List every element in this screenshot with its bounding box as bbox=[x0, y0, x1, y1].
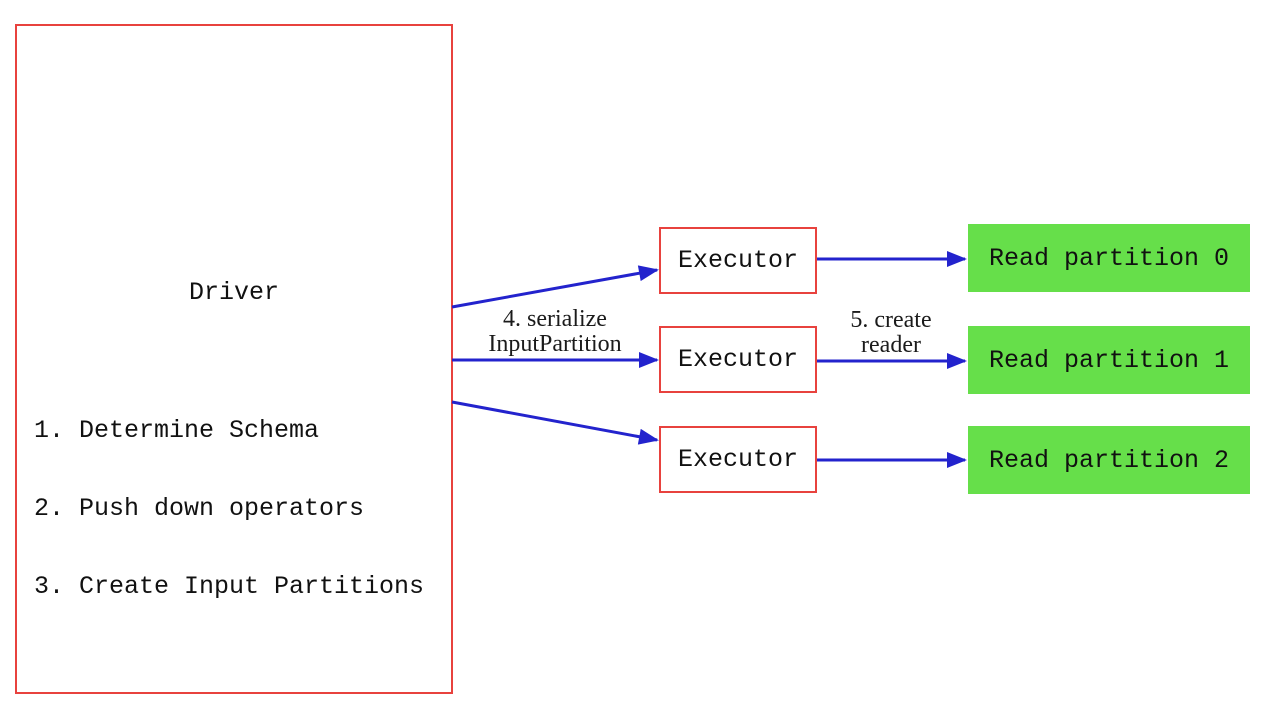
driver-step-3: 3. Create Input Partitions bbox=[34, 572, 425, 601]
edge-label-serialize-inputpartition: 4. serialize InputPartition bbox=[445, 307, 665, 357]
edge-label-serialize-line2: InputPartition bbox=[488, 331, 622, 357]
read-partition-node-2: Read partition 2 bbox=[968, 426, 1250, 494]
driver-step-1: 1. Determine Schema bbox=[34, 416, 320, 445]
edge-label-reader-line2: reader bbox=[861, 332, 921, 358]
edge-label-reader-line1: 5. create bbox=[850, 307, 932, 333]
read-partition-label-0: Read partition 0 bbox=[988, 243, 1230, 273]
read-partition-node-1: Read partition 1 bbox=[968, 326, 1250, 394]
driver-steps: 1. Determine Schema 2. Push down operato… bbox=[34, 366, 424, 652]
edge-label-create-reader: 5. create reader bbox=[781, 308, 1001, 358]
read-partition-label-1: Read partition 1 bbox=[988, 345, 1230, 375]
driver-step-2: 2. Push down operators bbox=[34, 494, 365, 523]
edge-label-serialize-line1: 4. serialize bbox=[503, 306, 607, 332]
executor-node-1: Executor bbox=[659, 227, 817, 294]
executor-label-1: Executor bbox=[677, 246, 799, 275]
arrow-driver-to-executor-3-icon bbox=[451, 400, 659, 445]
arrow-driver-to-executor-1-icon bbox=[451, 265, 659, 309]
read-partition-label-2: Read partition 2 bbox=[988, 445, 1230, 475]
executor-label-3: Executor bbox=[677, 445, 799, 474]
executor-label-2: Executor bbox=[677, 345, 799, 374]
driver-node: Driver 1. Determine Schema 2. Push down … bbox=[15, 24, 453, 694]
executor-node-2: Executor bbox=[659, 326, 817, 393]
driver-title: Driver bbox=[188, 278, 279, 307]
executor-node-3: Executor bbox=[659, 426, 817, 493]
read-partition-node-0: Read partition 0 bbox=[968, 224, 1250, 292]
